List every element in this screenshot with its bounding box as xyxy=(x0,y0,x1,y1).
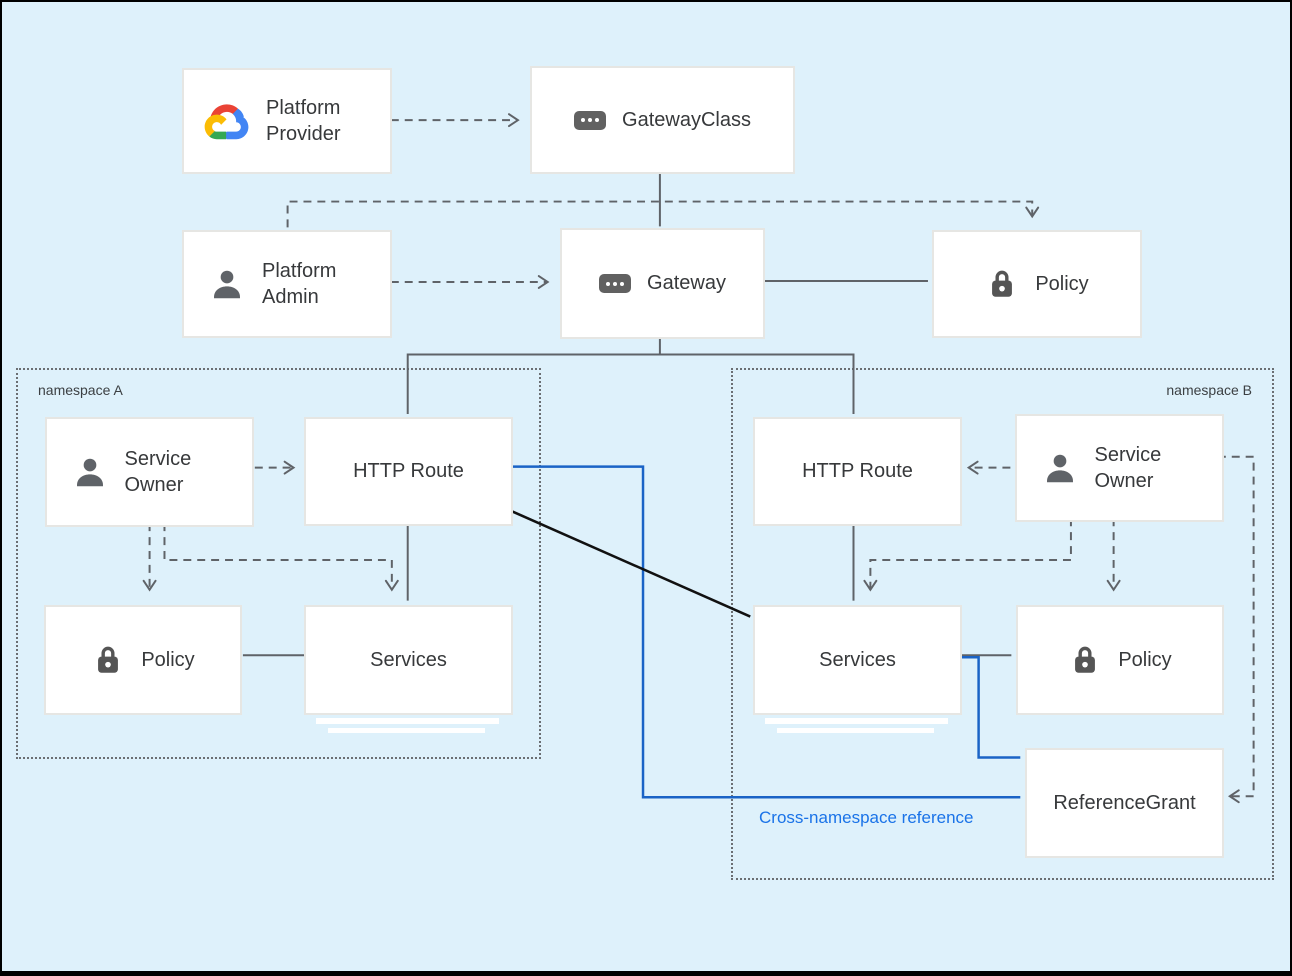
node-label: Services xyxy=(370,648,447,671)
edge-httproute-a-services-b-black xyxy=(511,510,751,618)
node-label: Services xyxy=(819,648,896,671)
node-services-a: Services xyxy=(304,605,513,733)
node-label: Service Owner xyxy=(124,447,192,496)
node-policy-admin: Policy xyxy=(932,230,1142,338)
lock-icon xyxy=(985,267,1019,301)
node-label: Policy xyxy=(141,648,195,671)
node-gateway-class: GatewayClass xyxy=(530,66,795,174)
node-label: Policy xyxy=(1035,272,1089,295)
node-label: ReferenceGrant xyxy=(1053,791,1196,814)
node-platform-provider: Platform Provider xyxy=(182,68,392,174)
person-icon xyxy=(1041,449,1079,487)
chip-icon xyxy=(599,274,632,293)
node-reference-grant: ReferenceGrant xyxy=(1025,748,1224,858)
namespace-b-label: namespace B xyxy=(1166,382,1252,398)
person-icon xyxy=(208,265,246,303)
node-platform-admin: Platform Admin xyxy=(182,230,392,338)
node-policy-b: Policy xyxy=(1016,605,1224,715)
node-label: HTTP Route xyxy=(353,460,464,483)
node-http-route-b: HTTP Route xyxy=(753,417,962,526)
chip-icon xyxy=(574,110,607,130)
node-label: Platform Admin xyxy=(262,259,337,308)
lock-icon xyxy=(1068,643,1102,677)
node-label: Policy xyxy=(1118,648,1172,671)
node-policy-a: Policy xyxy=(44,605,242,715)
node-label: GatewayClass xyxy=(622,108,751,131)
node-services-b: Services xyxy=(753,605,962,733)
node-service-owner-b: Service Owner xyxy=(1015,414,1224,522)
namespace-a-label: namespace A xyxy=(38,382,123,398)
node-label: HTTP Route xyxy=(802,460,913,483)
node-label: Gateway xyxy=(647,272,726,295)
node-service-owner-a: Service Owner xyxy=(45,417,254,527)
edge-admin-policy xyxy=(286,200,1040,228)
lock-icon xyxy=(91,643,125,677)
node-label: Service Owner xyxy=(1094,443,1162,492)
cross-namespace-reference-label: Cross-namespace reference xyxy=(759,808,974,827)
google-cloud-logo-icon xyxy=(204,102,250,140)
node-gateway: Gateway xyxy=(560,228,765,339)
node-label: Platform Provider xyxy=(266,96,341,145)
person-icon xyxy=(71,453,109,491)
node-http-route-a: HTTP Route xyxy=(304,417,513,526)
